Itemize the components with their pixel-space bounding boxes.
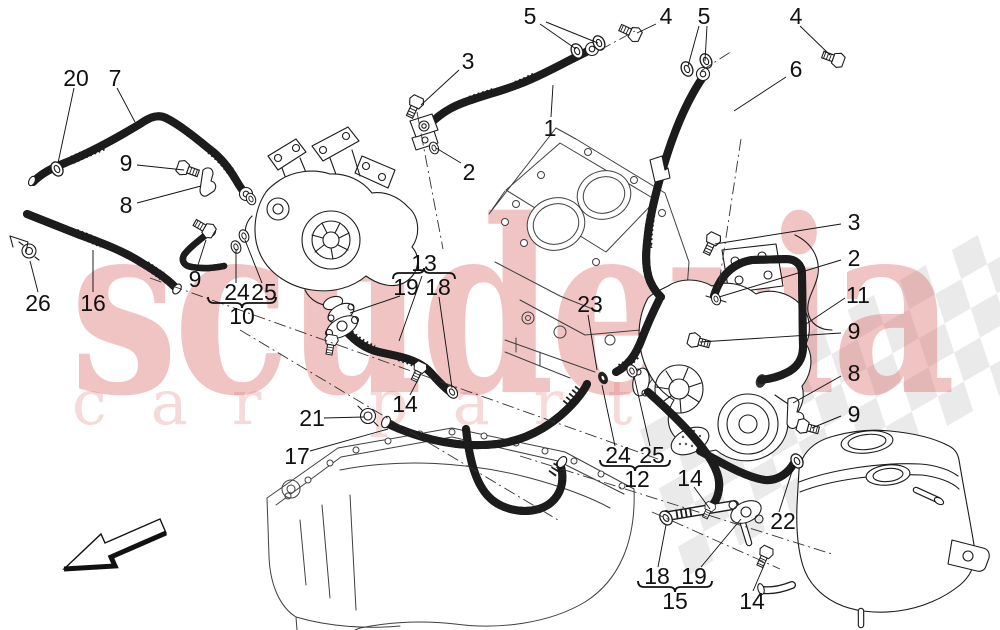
part-number-label: 14 [677,465,703,491]
direction-arrow-icon [62,518,167,572]
part-number-label: 11 [846,282,870,308]
flag-check-cell [937,381,974,426]
part-number-label: 9 [120,150,133,176]
part-number-label: 4 [790,3,803,29]
part-number-label: 5 [698,3,711,29]
part-number-label: 25 [251,279,277,305]
part-number-label: 20 [63,65,89,91]
part-number-label: 9 [848,401,861,427]
part-number-label: 19 [393,274,419,300]
part-number-label: 22 [770,508,796,534]
flag-check-cell [677,531,714,576]
flag-check-cell [951,235,988,280]
part-number-label: 7 [109,65,122,91]
part-number-label: 2 [463,159,476,185]
watermark-brand-text: scuderia [70,168,952,450]
part-number-label: 12 [624,466,650,492]
leader-lines [29,21,846,592]
flag-check-cell [902,367,938,412]
part-number-label: 10 [229,303,255,329]
part-number-label: 9 [189,266,202,292]
part-number-label: 8 [120,192,133,218]
part-number-label: 16 [80,290,106,316]
centerlines [149,30,833,570]
part-number-label: 23 [577,291,603,317]
part-number-label: 18 [644,563,670,589]
part-number-label: 19 [681,563,707,589]
part-number-label: 3 [462,48,475,74]
flag-check-cell [883,309,919,354]
part-number-label: 1 [544,115,557,141]
flag-check-cell [970,293,1000,338]
expansion-tank-drawing [757,429,990,629]
flag-check-cell [954,337,990,382]
turbo-left-drawing [244,126,439,311]
flag-check-cell [847,295,884,340]
flag-check-cell [987,249,1000,294]
part-number-label: 3 [848,209,861,235]
flag-check-cell [640,415,676,460]
part-number-label: 24 [605,442,631,468]
bracket-groups [207,267,713,593]
part-number-label: 15 [662,588,688,614]
part-number-label: 5 [524,3,537,29]
part-number-label: 13 [411,250,437,276]
part-number-label: 8 [848,360,861,386]
part-number-label: 14 [739,588,765,614]
part-number-label: 26 [25,290,51,316]
part-number-label: 2 [848,245,861,271]
part-number-label: 18 [425,274,451,300]
flag-check-cell [935,279,971,324]
flag-check-cell [989,351,1000,396]
part-number-label: 14 [392,391,418,417]
part-number-label: 21 [299,405,325,431]
flag-check-cell [899,265,936,310]
flag-check-cell [918,323,955,368]
part-number-label: 17 [284,443,310,469]
flag-check-cell [831,339,867,384]
engine-block-drawing [488,127,690,391]
fasteners-drawing [9,20,847,570]
oil-sump-drawing [266,427,635,630]
flag-check-cell [814,383,851,428]
part-number-label: 24 [224,279,250,305]
flag-check-cell [866,353,903,398]
part-number-label: 4 [660,3,673,29]
flag-check-cell [658,473,695,518]
part-number-label: 25 [639,442,665,468]
part-number-label: 6 [790,56,803,82]
part-number-label: 9 [848,318,861,344]
